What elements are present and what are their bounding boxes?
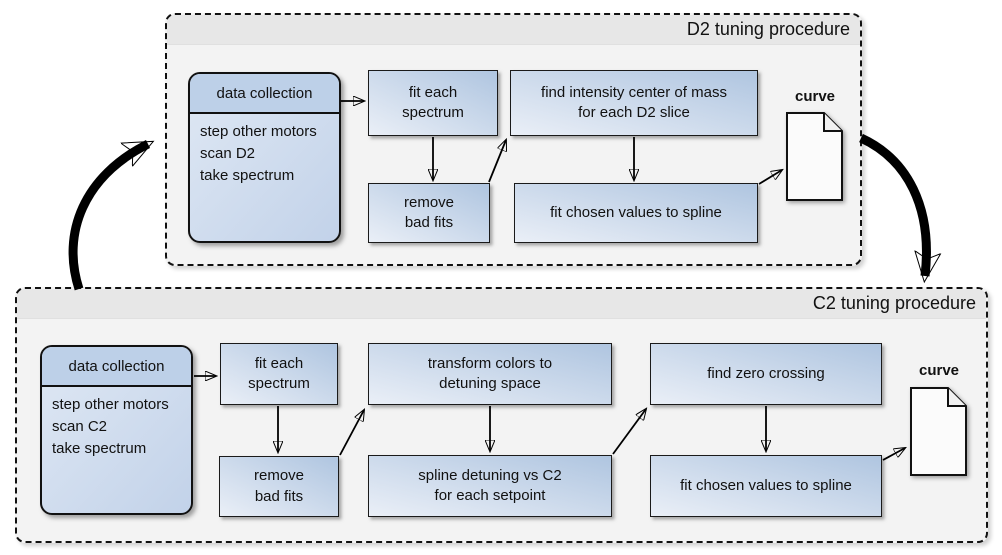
d2-data-collection-steps: step other motors scan D2 take spectrum xyxy=(190,114,339,187)
c2-find-zero-crossing-node: find zero crossing xyxy=(650,343,882,405)
loop-arrow-d2-to-c2 xyxy=(859,133,926,276)
d2-titlebar: D2 tuning procedure xyxy=(167,15,860,45)
c2-fit-each-spectrum-node: fit each spectrum xyxy=(220,343,338,405)
c2-spline-detuning-node: spline detuning vs C2 for each setpoint xyxy=(368,455,612,517)
c2-fit-each-spectrum-label: fit each spectrum xyxy=(248,354,310,392)
d2-data-collection-node: data collection step other motors scan D… xyxy=(188,72,341,243)
d2-find-center-of-mass-node: find intensity center of mass for each D… xyxy=(510,70,758,136)
c2-titlebar: C2 tuning procedure xyxy=(17,289,986,319)
c2-fit-chosen-values-label: fit chosen values to spline xyxy=(680,476,852,494)
c2-transform-colors-label: transform colors to detuning space xyxy=(427,354,553,392)
c2-step-1: step other motors xyxy=(52,396,169,413)
d2-remove-bad-fits-node: remove bad fits xyxy=(368,183,490,243)
c2-data-collection-header: data collection xyxy=(42,347,191,387)
d2-data-collection-header: data collection xyxy=(190,74,339,114)
c2-step-3: take spectrum xyxy=(52,440,147,457)
c2-curve-label: curve xyxy=(918,362,960,379)
c2-remove-bad-fits-label: remove bad fits xyxy=(253,467,305,505)
c2-section-title: C2 tuning procedure xyxy=(812,293,976,313)
loop-arrow-c2-to-d2 xyxy=(68,139,148,291)
d2-find-center-of-mass-label: find intensity center of mass for each D… xyxy=(541,83,727,121)
c2-fit-chosen-values-node: fit chosen values to spline xyxy=(650,455,882,517)
d2-data-collection-title: data collection xyxy=(216,84,313,102)
d2-fit-each-spectrum-label: fit each spectrum xyxy=(402,83,464,121)
c2-remove-bad-fits-node: remove bad fits xyxy=(219,456,339,517)
d2-remove-bad-fits-label: remove bad fits xyxy=(403,193,455,231)
d2-curve-label: curve xyxy=(794,88,836,105)
d2-fit-each-spectrum-node: fit each spectrum xyxy=(368,70,498,136)
c2-data-collection-node: data collection step other motors scan C… xyxy=(40,345,193,515)
c2-transform-colors-node: transform colors to detuning space xyxy=(368,343,612,405)
c2-step-2: scan C2 xyxy=(52,418,108,435)
d2-step-2: scan D2 xyxy=(200,145,256,162)
c2-spline-detuning-label: spline detuning vs C2 for each setpoint xyxy=(418,466,562,504)
d2-curve-document-icon xyxy=(786,112,844,202)
d2-step-1: step other motors xyxy=(200,123,317,140)
c2-curve-document-icon xyxy=(910,387,968,477)
d2-section-title: D2 tuning procedure xyxy=(686,19,850,39)
c2-data-collection-steps: step other motors scan C2 take spectrum xyxy=(42,387,191,460)
c2-data-collection-title: data collection xyxy=(68,357,165,375)
d2-fit-chosen-values-label: fit chosen values to spline xyxy=(550,203,722,221)
d2-fit-chosen-values-node: fit chosen values to spline xyxy=(514,183,758,243)
c2-find-zero-crossing-label: find zero crossing xyxy=(707,364,825,382)
d2-step-3: take spectrum xyxy=(200,167,295,184)
